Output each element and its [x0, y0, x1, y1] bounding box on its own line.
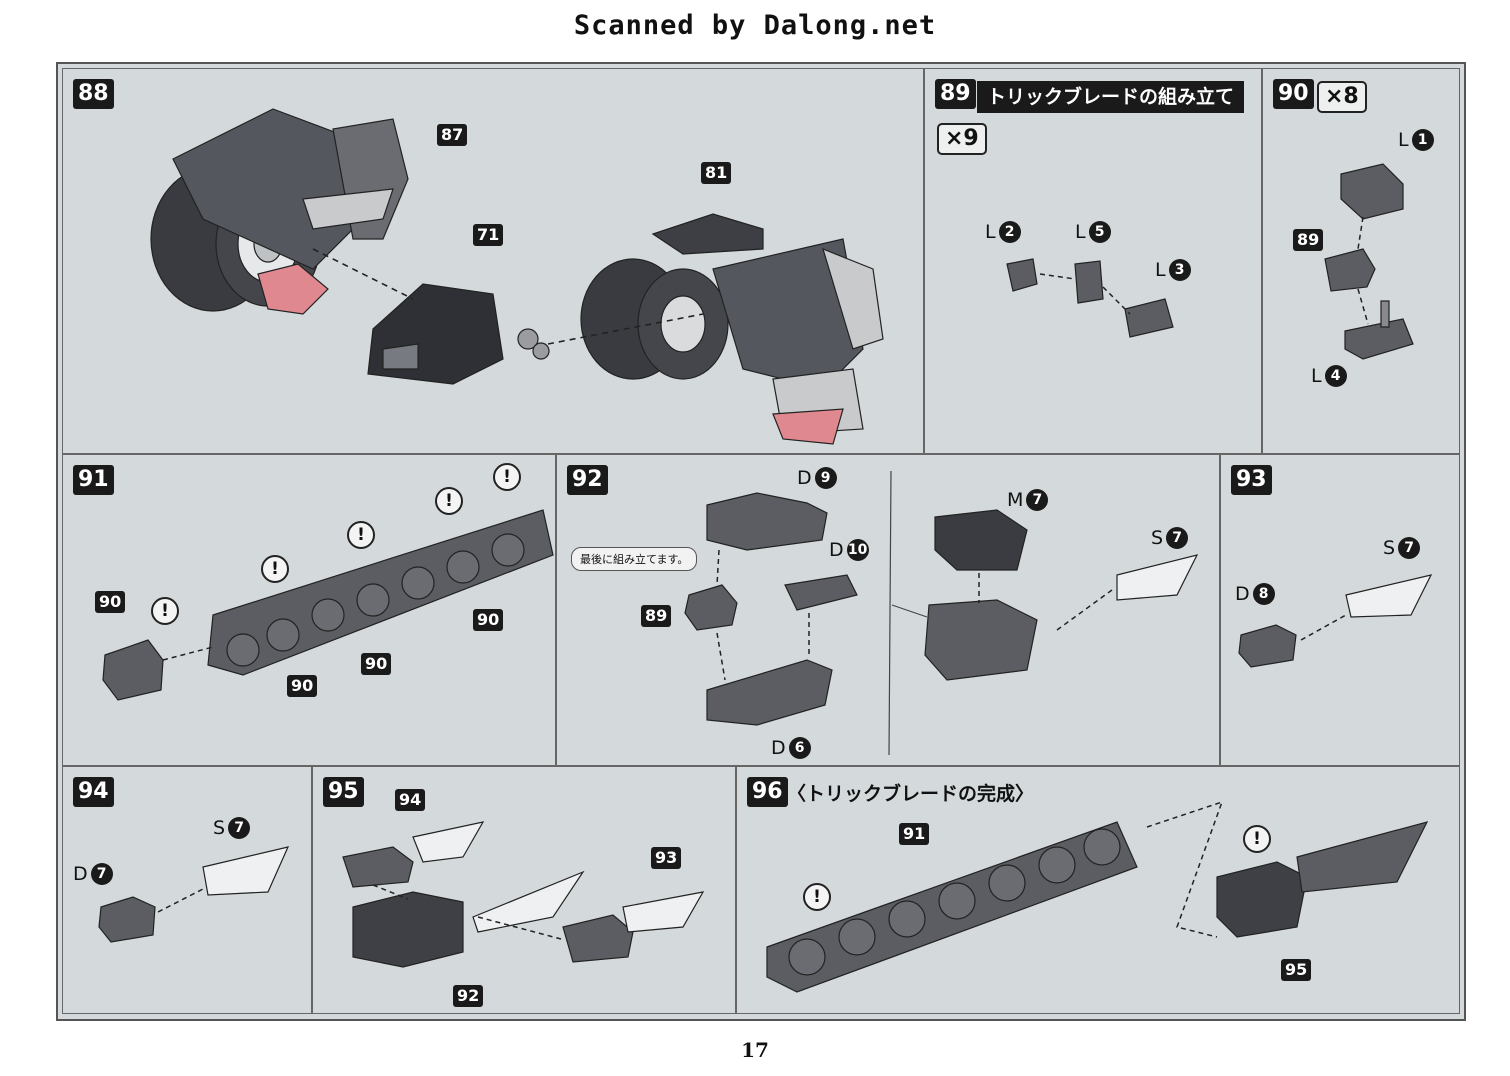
step-95-illustration — [342, 821, 705, 968]
step-number-92: 92 — [567, 465, 608, 495]
step-number-95: 95 — [323, 777, 364, 807]
step-90-illustration — [1324, 163, 1414, 360]
ref-badge: 87 — [437, 124, 468, 146]
step-92-illustration — [684, 470, 1199, 756]
ref-badge: 94 — [395, 789, 426, 811]
step-96-title: 〈トリックブレードの完成〉 — [787, 783, 1035, 805]
step-91-panel: 91 90 90 90 90 ! ! ! ! ! — [62, 454, 556, 766]
step-89-title: トリックブレードの組み立て — [977, 81, 1245, 113]
ref-badge: 91 — [899, 823, 930, 845]
page-number: 17 — [741, 1038, 769, 1062]
multiplier-badge: ×8 — [1317, 81, 1367, 113]
step-number-90: 90 — [1273, 79, 1314, 109]
ref-badge: 89 — [641, 605, 672, 627]
step-96-illustration — [766, 800, 1429, 993]
ref-badge: 81 — [701, 162, 732, 184]
step-94-illustration — [98, 846, 290, 943]
ref-badge: 90 — [95, 591, 126, 613]
multiplier-badge: ×9 — [937, 123, 987, 155]
ref-badge: 90 — [473, 609, 504, 631]
caution-icon: ! — [261, 555, 289, 583]
step-number-88: 88 — [73, 79, 114, 109]
caution-icon: ! — [347, 521, 375, 549]
ref-badge: 95 — [1281, 959, 1312, 981]
step-93-illustration — [1238, 574, 1433, 668]
step-number-89: 89 — [935, 79, 976, 109]
ref-badge: 89 — [1293, 229, 1324, 251]
step-89-illustration — [1006, 258, 1174, 338]
step-96-panel: 96 〈トリックブレードの完成〉 91 95 ! ! — [736, 766, 1460, 1014]
step-number-96: 96 — [747, 777, 788, 807]
caution-icon: ! — [803, 883, 831, 911]
ref-badge: 92 — [453, 985, 484, 1007]
step-88-panel: 88 87 71 81 — [62, 68, 924, 454]
step-number-94: 94 — [73, 777, 114, 807]
scan-watermark: Scanned by Dalong.net — [573, 10, 937, 41]
step-91-illustration — [102, 509, 554, 701]
ref-badge: 93 — [651, 847, 682, 869]
caution-icon: ! — [435, 487, 463, 515]
ref-badge: 90 — [361, 653, 392, 675]
caution-icon: ! — [1243, 825, 1271, 853]
ref-badge: 90 — [287, 675, 318, 697]
step-number-91: 91 — [73, 465, 114, 495]
caution-icon: ! — [151, 597, 179, 625]
caution-icon: ! — [493, 463, 521, 491]
step-number-93: 93 — [1231, 465, 1272, 495]
step-88-illustration — [150, 108, 884, 445]
step-95-panel: 95 94 93 92 — [312, 766, 736, 1014]
ref-badge: 71 — [473, 224, 504, 246]
assemble-last-note: 最後に組み立てます。 — [571, 547, 698, 571]
